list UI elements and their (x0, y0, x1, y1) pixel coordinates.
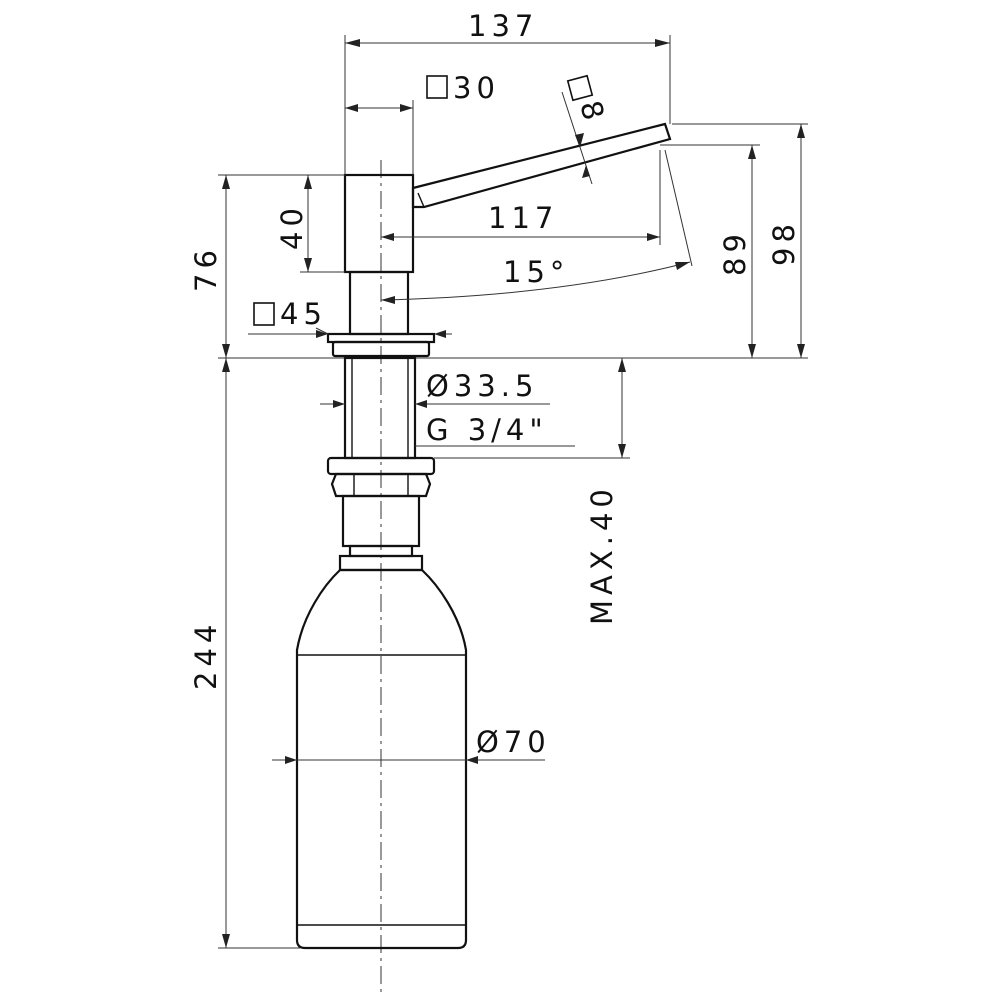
dim-stem-square-label: 30 (453, 71, 500, 105)
dim-bottle-diameter-label: Ø70 (476, 725, 551, 759)
dim-height-89-label: 89 (718, 229, 752, 276)
soap-bottle (295, 554, 468, 950)
square-symbol-icon (253, 302, 275, 326)
dim-head-height-label: 40 (275, 203, 309, 250)
dim-thread-spec: G 3/4" (415, 413, 575, 447)
dim-head-height: 40 (275, 174, 345, 273)
dim-lever-angle-label: 15° (503, 255, 569, 289)
dim-depth-244: 244 (189, 358, 300, 949)
mounting-nut (326, 456, 436, 498)
square-symbol-icon (426, 75, 448, 99)
threaded-shank (343, 356, 417, 460)
dim-height-76-label: 76 (189, 245, 223, 292)
dim-bottle-diameter: Ø70 (272, 725, 551, 764)
dim-max-thickness: MAX.40 (434, 358, 630, 625)
dim-overall-width: 137 (344, 9, 671, 175)
dim-lever-reach-label: 117 (488, 201, 558, 235)
dim-overall-width-label: 137 (468, 9, 538, 43)
dim-flange-square-label: 45 (280, 297, 327, 331)
dim-thread-spec-label: G 3/4" (426, 413, 548, 447)
dim-depth-244-label: 244 (189, 620, 223, 690)
dim-lever-square-label: 8 (573, 97, 612, 128)
mounting-flange (326, 332, 436, 358)
dim-height-98-label: 98 (767, 219, 801, 266)
dim-height-76: 76 (189, 174, 345, 358)
dim-lever-angle: 15° (380, 149, 693, 304)
dim-lever-reach: 117 (381, 150, 661, 245)
dim-thread-diameter-label: Ø33.5 (426, 369, 538, 403)
dim-max-thickness-label: MAX.40 (585, 484, 619, 625)
dispenser-head (343, 173, 415, 336)
dim-flange-square: 45 (248, 297, 452, 338)
dim-stem-square: 30 (345, 71, 500, 175)
dispenser-lever (411, 122, 672, 209)
dim-height-98: 98 (672, 123, 808, 358)
dim-thread-diameter: Ø33.5 (320, 369, 550, 408)
dim-height-89: 89 (660, 144, 760, 358)
square-symbol-icon (566, 74, 594, 102)
